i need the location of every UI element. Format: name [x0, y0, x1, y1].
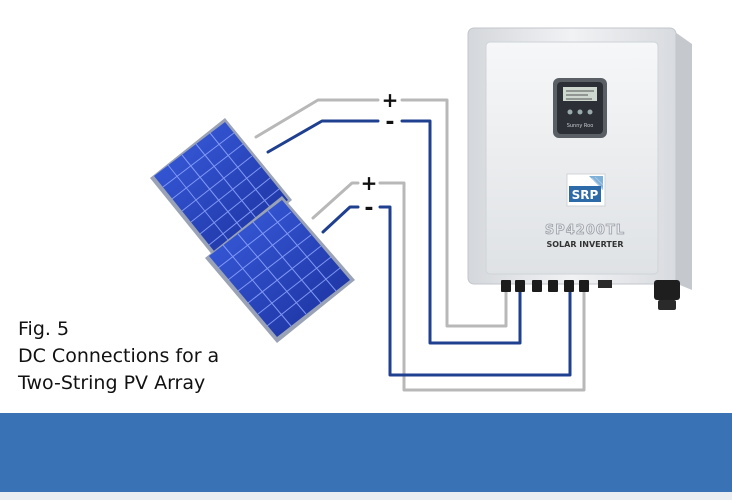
wire-string2-negative-to-inverter	[378, 205, 572, 377]
figure-caption: Fig. 5 DC Connections for a Two-String P…	[18, 316, 219, 397]
wire-string2-negative	[321, 205, 360, 234]
display-brand-text: Sunny Roo	[567, 123, 594, 129]
wire-string2-positive	[311, 181, 360, 220]
caption-line-2: DC Connections for a	[18, 345, 220, 367]
caption-line-1: Fig. 5	[18, 318, 70, 340]
caption-line-3: Two-String PV Array	[18, 372, 206, 394]
inverter-display: Sunny Roo	[553, 78, 607, 138]
string1-minus-label: -	[385, 110, 394, 135]
wire-string1-positive-to-inverter	[400, 98, 508, 328]
wire-string1-negative	[266, 119, 380, 154]
string1-plus-label: +	[382, 88, 399, 112]
string2-minus-label: -	[364, 196, 373, 221]
string2-plus-label: +	[361, 171, 378, 195]
logo-text: SRP	[572, 188, 599, 202]
solar-panel-2	[205, 196, 355, 343]
wire-string2-positive-to-inverter	[378, 181, 586, 392]
ac-connector	[598, 280, 680, 310]
inverter-model-text: SP4200TL	[545, 223, 625, 238]
wire-string1-positive	[254, 98, 380, 139]
wire-string1-negative-to-inverter	[400, 119, 522, 345]
dc-connectors	[501, 280, 589, 292]
srp-logo: SRP	[566, 173, 606, 207]
solar-inverter: Sunny Roo SRP SP4200TL SOLAR INVERTER	[467, 27, 692, 310]
footer-band	[0, 413, 732, 492]
inverter-name-text: SOLAR INVERTER	[546, 240, 623, 249]
bottom-strip	[0, 492, 732, 500]
